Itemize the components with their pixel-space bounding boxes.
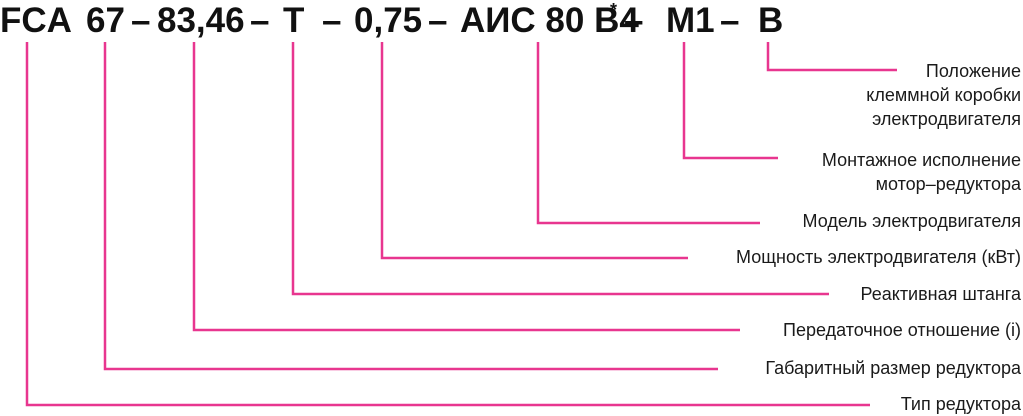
separator-4: – bbox=[428, 1, 447, 40]
label-terminal-box-line-3: электродвигателя bbox=[872, 109, 1021, 129]
separator-1: – bbox=[131, 1, 150, 40]
code-segment-fca: FCA bbox=[0, 1, 72, 40]
separator-6: – bbox=[720, 1, 739, 40]
label-size-line-1: Габаритный размер редуктора bbox=[765, 358, 1022, 378]
label-terminal-box-line-2: клеммной коробки bbox=[866, 85, 1021, 105]
leader-line-fca bbox=[25, 42, 870, 407]
code-segment-power: 0,75 bbox=[354, 1, 422, 40]
leader-line-mounting bbox=[682, 42, 778, 160]
label-torque-arm-line-1: Реактивная штанга bbox=[861, 284, 1022, 304]
code-superscript-asterisk: * bbox=[610, 0, 617, 20]
code-segment-size: 67 bbox=[86, 1, 125, 40]
leader-lines bbox=[25, 42, 897, 407]
label-fca-line-1: Тип редуктора bbox=[901, 394, 1022, 414]
code-line: FCA 67 – 83,46 – T – 0,75 – АИС 80 В4 * … bbox=[0, 0, 783, 40]
leader-line-ratio bbox=[192, 42, 740, 332]
code-segment-torque-arm: T bbox=[283, 1, 304, 40]
label-terminal-box-line-1: Положение bbox=[926, 61, 1021, 81]
leader-line-size bbox=[103, 42, 718, 371]
code-segment-mounting: М1 bbox=[666, 1, 715, 40]
leader-line-torque-arm bbox=[291, 42, 829, 296]
code-segment-motor-model: АИС 80 В4 bbox=[460, 1, 639, 40]
label-motor-model-line-1: Модель электродвигателя bbox=[803, 211, 1021, 231]
label-mounting-line-2: мотор–редуктора bbox=[876, 174, 1022, 194]
label-power-line-1: Мощность электродвигателя (кВт) bbox=[736, 247, 1021, 267]
labels-group: Положение клеммной коробки электродвигател… bbox=[736, 61, 1022, 414]
label-ratio-line-1: Передаточное отношение (i) bbox=[783, 320, 1021, 340]
leader-line-motor-model bbox=[536, 42, 760, 225]
separator-3: – bbox=[322, 1, 341, 40]
separator-5: – bbox=[624, 1, 643, 40]
separator-2: – bbox=[250, 1, 269, 40]
leader-line-power bbox=[380, 42, 688, 260]
label-mounting-line-1: Монтажное исполнение bbox=[822, 150, 1021, 170]
code-segment-terminal-box: В bbox=[758, 1, 783, 40]
code-segment-ratio: 83,46 bbox=[157, 1, 245, 40]
leader-line-terminal-box bbox=[766, 42, 897, 72]
